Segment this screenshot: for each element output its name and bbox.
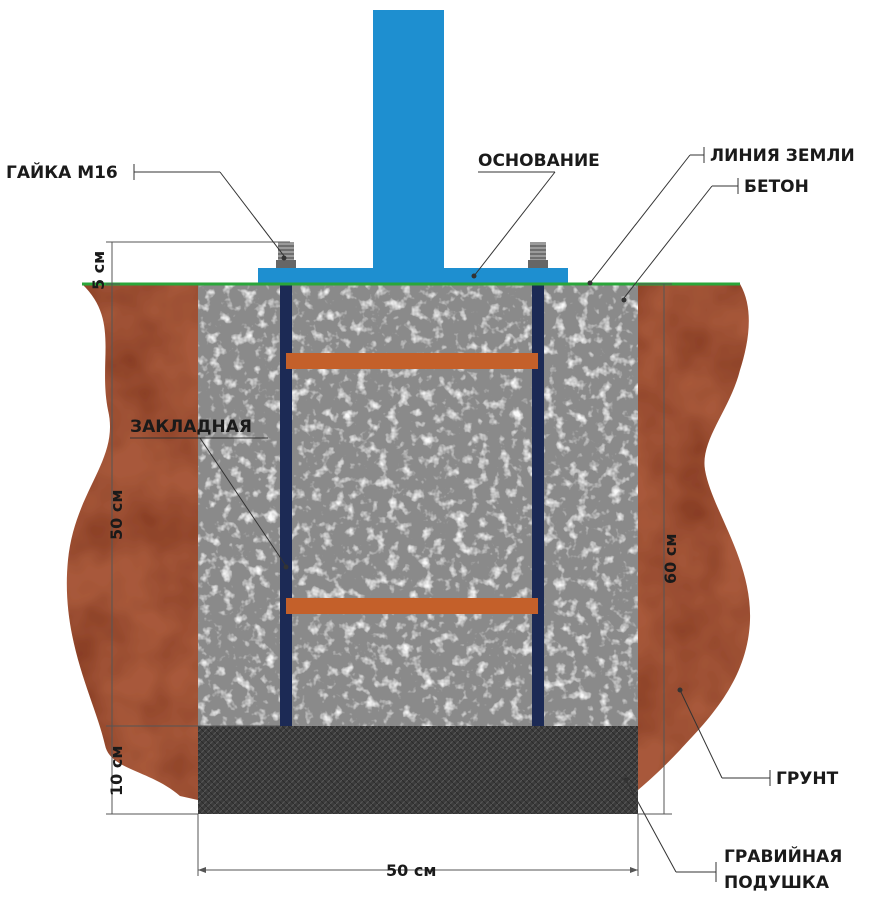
- label-base: ОСНОВАНИЕ: [478, 151, 600, 171]
- concrete-block: [198, 284, 638, 726]
- crossbar-bottom: [286, 598, 538, 614]
- label-concrete: БЕТОН: [744, 177, 809, 197]
- dim-width: 50 см: [386, 861, 436, 880]
- leader-lines: [130, 147, 771, 882]
- post: [373, 10, 444, 268]
- dim-embed-depth: 50 см: [107, 490, 126, 540]
- embedded-rod-right: [532, 284, 544, 726]
- label-gravel-1: ГРАВИЙНАЯ: [724, 845, 842, 867]
- soil-left: [66, 284, 198, 800]
- label-embedded: ЗАКЛАДНАЯ: [130, 417, 252, 437]
- label-gravel-2: ПОДУШКА: [724, 873, 830, 893]
- dim-top: 5 см: [89, 251, 108, 290]
- dim-total-depth: 60 см: [661, 534, 680, 584]
- nut-left: [276, 242, 296, 268]
- dimension-lines: [106, 241, 672, 876]
- nut-right: [528, 242, 548, 268]
- base-plate: [258, 268, 568, 283]
- soil-right: [638, 284, 751, 790]
- crossbar-top: [286, 353, 538, 369]
- embedded-rod-left: [280, 284, 292, 726]
- dim-gravel: 10 см: [107, 746, 126, 796]
- label-soil: ГРУНТ: [776, 769, 839, 789]
- label-ground-line: ЛИНИЯ ЗЕМЛИ: [710, 146, 855, 166]
- soil: [66, 284, 751, 800]
- gravel-cushion: [198, 726, 638, 814]
- label-nut: ГАЙКА М16: [6, 161, 118, 183]
